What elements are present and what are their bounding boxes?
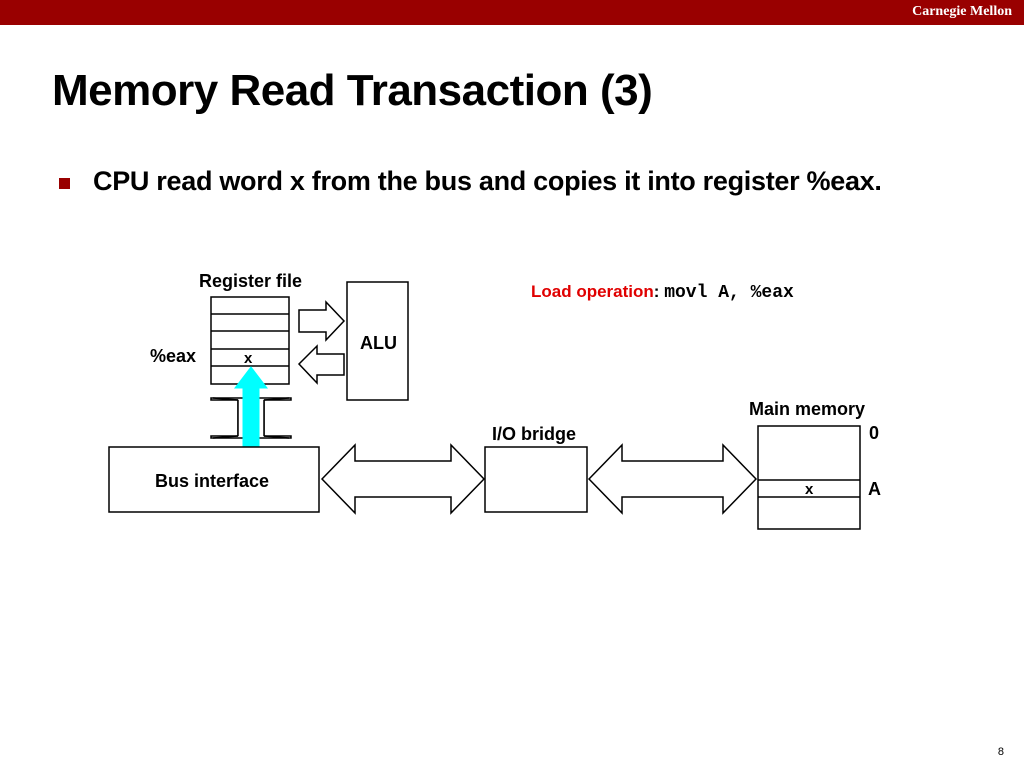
load-operation-annotation: Load operation: movl A, %eax bbox=[531, 282, 794, 303]
bullet-square-icon bbox=[59, 178, 70, 189]
eax-register-value: x bbox=[244, 350, 253, 367]
system-bus-arrow bbox=[320, 443, 486, 515]
bus-interface-label: Bus interface bbox=[155, 471, 270, 491]
load-operation-colon: : bbox=[653, 282, 660, 301]
header-bar: Carnegie Mellon bbox=[0, 0, 1024, 25]
io-bridge-label: I/O bridge bbox=[492, 424, 577, 444]
io-bridge-box bbox=[484, 446, 588, 513]
main-memory-block bbox=[757, 425, 861, 530]
page-number: 8 bbox=[997, 746, 1004, 758]
slide-title: Memory Read Transaction (3) bbox=[52, 66, 653, 115]
bus-interface-box bbox=[108, 446, 320, 513]
alu-to-regfile-arrow bbox=[297, 344, 345, 385]
regfile-to-alu-arrow bbox=[298, 300, 346, 342]
load-instruction: movl A, %eax bbox=[664, 283, 794, 303]
alu-label: ALU bbox=[360, 333, 397, 353]
address-a-label: A bbox=[868, 479, 881, 499]
memory-word-value: x bbox=[805, 481, 814, 498]
address-zero-label: 0 bbox=[869, 423, 880, 443]
register-file-label: Register file bbox=[199, 271, 303, 291]
brand-name: Carnegie Mellon bbox=[912, 4, 1012, 19]
alu-box bbox=[346, 281, 409, 401]
memory-bus-arrow bbox=[587, 443, 758, 515]
bullet-text: CPU read word x from the bus and copies … bbox=[93, 166, 882, 196]
main-memory-label: Main memory bbox=[749, 399, 866, 419]
load-operation-label: Load operation bbox=[531, 282, 654, 301]
eax-register-label: %eax bbox=[150, 346, 197, 366]
